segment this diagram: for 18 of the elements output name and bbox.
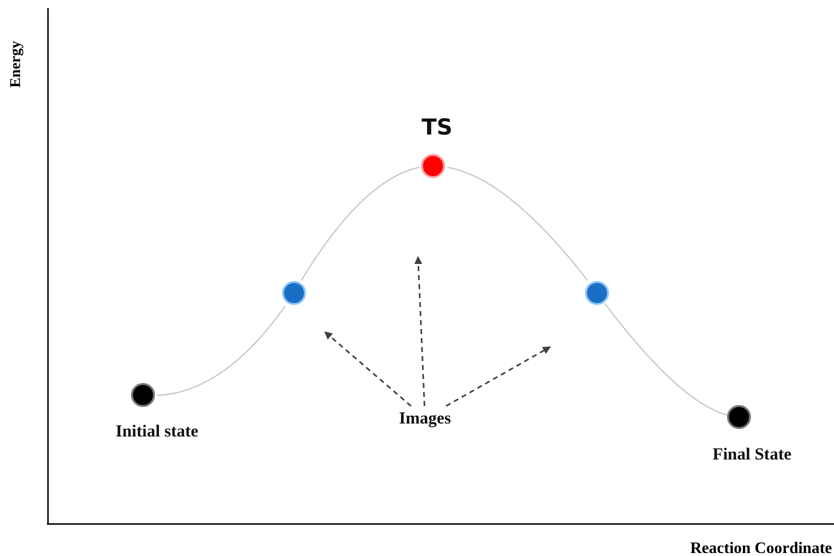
- state-label: Initial state: [116, 420, 198, 442]
- axis-title: Reaction Coordinate: [690, 539, 832, 556]
- text-label: Images: [399, 405, 451, 431]
- state-label: TS: [422, 114, 452, 142]
- state-dot: [421, 154, 445, 178]
- state-dot: [282, 281, 306, 305]
- axis-title: Energy: [7, 40, 26, 88]
- state-dot: [727, 405, 751, 429]
- energy-curve: [157, 306, 286, 396]
- energy-curve: [447, 166, 588, 281]
- state-dot: [131, 383, 155, 407]
- state-label: Final State: [712, 443, 792, 466]
- dashed-arrow: [414, 256, 426, 406]
- dashed-arrow: [446, 346, 551, 407]
- dashed-arrow: [324, 331, 412, 407]
- energy-curve: [300, 166, 420, 281]
- state-dot: [585, 281, 609, 305]
- energy-curve: [604, 303, 728, 416]
